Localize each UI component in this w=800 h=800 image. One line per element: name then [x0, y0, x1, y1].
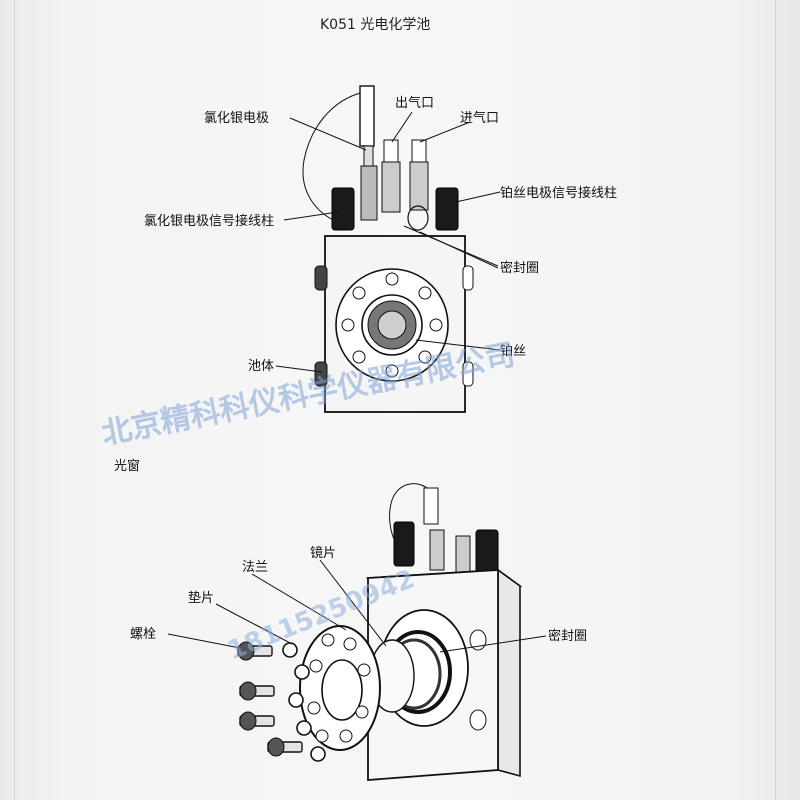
gas-inlet-tip — [411, 139, 427, 163]
flange-bolt-hole — [341, 318, 355, 332]
label-seal-ring-bottom: 密封圈 — [548, 628, 587, 644]
label-gasket: 垫片 — [188, 590, 214, 606]
block-hole-bottom — [469, 709, 487, 731]
agcl-cable — [302, 91, 365, 223]
label-agcl-electrode: 氯化银电极 — [204, 111, 269, 126]
bottom-knob-left — [393, 521, 415, 567]
gas-inlet-fitting — [409, 161, 429, 211]
bolt — [239, 711, 275, 731]
agcl-electrode-shaft — [359, 85, 375, 147]
exploded-flange-bolt-hole — [357, 663, 371, 677]
leader-seal-ring-b — [419, 231, 499, 269]
leader-gas-outlet — [391, 111, 413, 143]
leader-bolt — [167, 633, 241, 649]
top-cell-drawing — [302, 85, 474, 413]
leader-flange — [251, 573, 347, 631]
agcl-terminal-knob — [331, 187, 355, 231]
flange-bolt-hole — [429, 318, 443, 332]
pt-terminal-knob — [435, 187, 459, 231]
leader-agcl-electrode — [289, 117, 367, 151]
exploded-flange-bolt-hole — [339, 729, 353, 743]
block-side-face — [497, 568, 521, 778]
leader-cell-body — [275, 365, 323, 373]
top-leader-lines — [275, 111, 501, 373]
block-hole-top — [469, 629, 487, 651]
leader-pt-terminal — [455, 191, 501, 203]
bolt — [239, 681, 275, 701]
paper-sheet — [14, 0, 776, 800]
window-center — [377, 310, 407, 340]
left-lug-top — [314, 265, 328, 291]
label-flange: 法兰 — [242, 560, 268, 575]
flange-bolt-hole — [352, 286, 366, 300]
label-gas-inlet: 进气口 — [460, 110, 499, 126]
left-lug-bottom — [314, 361, 328, 387]
leader-gas-inlet — [419, 121, 471, 143]
leader-seal-ring-bottom — [439, 635, 547, 653]
bottom-exploded-drawing — [237, 483, 523, 781]
gasket — [288, 692, 304, 708]
bottom-knob-right — [475, 529, 499, 577]
exploded-flange-bolt-hole — [343, 637, 357, 651]
gas-outlet-tip — [383, 139, 399, 163]
bolt — [267, 737, 303, 757]
label-pt-wire: 铂丝 — [500, 343, 526, 359]
exploded-flange-bolt-hole — [355, 705, 369, 719]
exploded-flange-bolt-hole — [315, 729, 329, 743]
leader-pt-wire — [415, 339, 501, 351]
bottom-fitting-1 — [429, 529, 445, 571]
agcl-electrode-joint — [363, 145, 374, 167]
flange-bolt-hole — [418, 350, 432, 364]
label-agcl-terminal: 氯化银电极信号接线柱 — [144, 213, 274, 229]
flange-bolt-hole — [385, 272, 399, 286]
flange-bolt-hole — [352, 350, 366, 364]
flange-bolt-hole — [385, 364, 399, 378]
label-cell-body: 池体 — [248, 359, 274, 374]
leader-gasket — [215, 603, 293, 645]
bottom-agcl-electrode — [423, 487, 439, 525]
label-lens: 镜片 — [310, 546, 336, 561]
bottom-fitting-2 — [455, 535, 471, 575]
agcl-electrode-fitting — [360, 165, 378, 221]
bolt — [237, 641, 273, 661]
right-lug-bottom — [462, 361, 474, 387]
label-bolt: 螺栓 — [130, 627, 156, 642]
pt-wire-loop — [407, 205, 429, 231]
label-pt-terminal: 铂丝电极信号接线柱 — [500, 185, 617, 201]
section-label-window: 光窗 — [114, 458, 140, 474]
exploded-flange-hole — [321, 659, 363, 721]
gas-outlet-fitting — [381, 161, 401, 213]
bottom-leader-lines — [167, 559, 547, 653]
label-gas-outlet: 出气口 — [395, 95, 434, 111]
gasket — [296, 720, 312, 736]
exploded-flange-bolt-hole — [321, 633, 335, 647]
page-title: K051 光电化学池 — [320, 17, 430, 33]
exploded-flange-bolt-hole — [309, 659, 323, 673]
exploded-flange-bolt-hole — [307, 701, 321, 715]
label-seal-ring-top: 密封圈 — [500, 260, 539, 276]
leader-lens — [319, 559, 387, 647]
flange-bolt-hole — [418, 286, 432, 300]
right-lug-top — [462, 265, 474, 291]
gasket — [294, 664, 310, 680]
leader-agcl-terminal — [283, 211, 339, 221]
gasket — [310, 746, 326, 762]
